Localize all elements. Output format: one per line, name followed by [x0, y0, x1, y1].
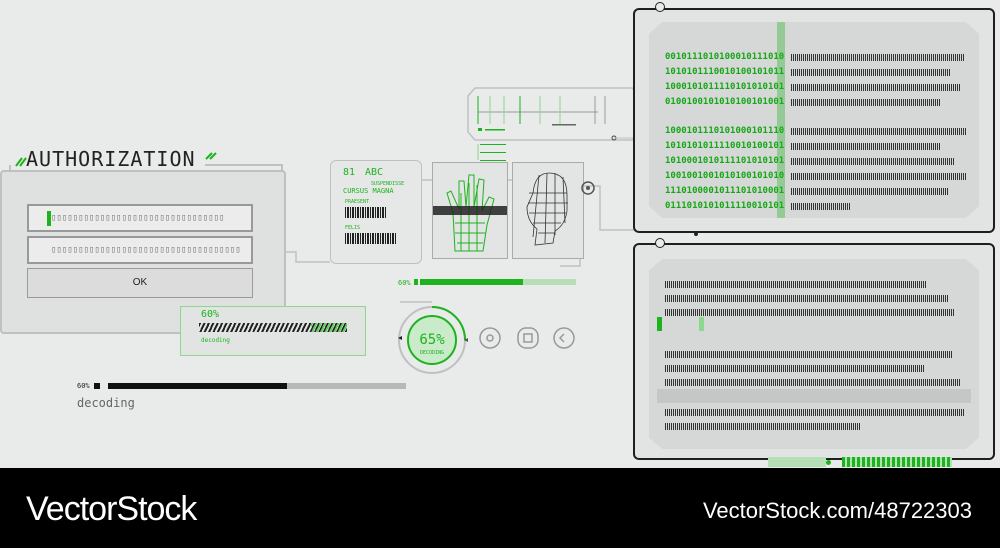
- highlight-row: [657, 389, 971, 403]
- barcode-line2: CURSUS MAGNA: [343, 187, 394, 195]
- auth-title: AUTHORIZATION: [26, 147, 196, 171]
- watermark-id: VectorStock.com/48722303: [702, 498, 972, 523]
- progress-box-label: decoding: [201, 337, 230, 344]
- bar-marker: [94, 383, 100, 389]
- binary-row: 1010001010111101010101: [665, 156, 785, 166]
- scan-marker: [414, 279, 418, 285]
- target-icon: [581, 181, 595, 195]
- marker: [699, 317, 704, 331]
- barcode-abc: ABC: [365, 167, 384, 178]
- footer-dot: [826, 460, 831, 465]
- binary-row: 1000101011110101010101: [665, 82, 785, 92]
- redacted-text: [791, 188, 949, 195]
- binary-row: 0100100101010100101001: [665, 97, 785, 107]
- panel-node: [655, 2, 665, 12]
- barcode-line4: FELIS: [345, 225, 361, 231]
- binary-row: 1000101110101000101110: [665, 126, 785, 136]
- scan-progress-track: [420, 279, 576, 285]
- scanline: [777, 22, 785, 218]
- face-scan-panel: [512, 162, 584, 259]
- footer-segment-bar: [842, 457, 952, 467]
- text-cursor: [657, 317, 662, 331]
- dial-percent: 65%: [419, 332, 445, 348]
- redacted-text: [665, 423, 861, 430]
- redacted-text: [791, 99, 941, 106]
- password-field[interactable]: ▯▯▯▯▯▯▯▯▯▯▯▯▯▯▯▯▯▯▯▯▯▯▯▯▯▯▯▯▯▯▯▯▯▯▯: [27, 236, 253, 264]
- redacted-text: [791, 203, 851, 210]
- redacted-text: [665, 409, 965, 416]
- binary-row: 0010111010100010111010: [665, 52, 785, 62]
- decoding-progress-box: 60% decoding: [180, 306, 366, 356]
- barcode-line3: PRAESENT: [345, 199, 370, 205]
- control-icons: [479, 327, 575, 349]
- binary-row: 1010101110010100101011: [665, 67, 785, 77]
- redacted-text: [665, 295, 949, 302]
- binary-code-panel: 0010111010100010111010 10101011100101001…: [633, 8, 995, 233]
- redacted-text: [665, 351, 953, 358]
- redacted-text: [791, 128, 967, 135]
- username-value: ▯▯▯▯▯▯▯▯▯▯▯▯▯▯▯▯▯▯▯▯▯▯▯▯▯▯▯▯▯▯▯▯: [51, 213, 225, 223]
- face-scan-icon: [526, 172, 568, 246]
- redacted-text: [791, 158, 955, 165]
- data-panel: [633, 243, 995, 460]
- redacted-text: [791, 54, 965, 61]
- dial-label: DECODING: [420, 350, 444, 356]
- binary-row: 1110100001011101010001: [665, 186, 785, 196]
- panel-node: [655, 238, 665, 248]
- redacted-text: [665, 365, 925, 372]
- hand-scan-panel: [432, 162, 508, 259]
- watermark-bar: VectorStock VectorStock.com/48722303: [0, 468, 1000, 548]
- footer-bar: [768, 457, 826, 467]
- scan-percent: 60%: [398, 279, 411, 287]
- decoding-dial: 65% DECODING: [398, 306, 468, 374]
- barcode-card: 81 ABC SUSPENDISSE CURSUS MAGNA PRAESENT…: [330, 160, 422, 264]
- redacted-text: [791, 143, 941, 150]
- binary-row: 1001001001010100101010: [665, 171, 785, 181]
- password-value: ▯▯▯▯▯▯▯▯▯▯▯▯▯▯▯▯▯▯▯▯▯▯▯▯▯▯▯▯▯▯▯▯▯▯▯: [51, 245, 241, 255]
- data-area: [649, 259, 979, 449]
- hand-scan-icon: [433, 174, 507, 252]
- barcode-code: 81: [343, 167, 356, 178]
- redacted-text: [665, 379, 961, 386]
- username-field[interactable]: ▯▯▯▯▯▯▯▯▯▯▯▯▯▯▯▯▯▯▯▯▯▯▯▯▯▯▯▯▯▯▯▯: [27, 204, 253, 232]
- barcode-line1: SUSPENDISSE: [371, 181, 405, 187]
- redacted-text: [791, 84, 961, 91]
- binary-code-area: 0010111010100010111010 10101011100101001…: [649, 22, 979, 218]
- binary-row: 1010101011110010100101: [665, 141, 785, 151]
- decoding-progress-track: [108, 383, 406, 389]
- barcode-2: [345, 233, 397, 244]
- progress-box-percent: 60%: [201, 309, 220, 320]
- striped-progress-remaining: [311, 323, 347, 332]
- striped-progress: [199, 323, 347, 332]
- barcode-1: [345, 207, 387, 218]
- decoding-label: decoding: [77, 396, 135, 410]
- redacted-text: [665, 281, 927, 288]
- decoding-progress-fill: [108, 383, 287, 389]
- binary-row: 0111010101011110010101: [665, 201, 785, 211]
- redacted-text: [665, 309, 955, 316]
- scan-progress-fill: [420, 279, 523, 285]
- watermark-brand: VectorStock: [26, 490, 197, 528]
- redacted-text: [791, 173, 967, 180]
- text-cursor: [47, 211, 51, 226]
- ok-button[interactable]: OK: [27, 268, 253, 298]
- redacted-text: [791, 69, 951, 76]
- decoding-percent: 60%: [77, 382, 90, 390]
